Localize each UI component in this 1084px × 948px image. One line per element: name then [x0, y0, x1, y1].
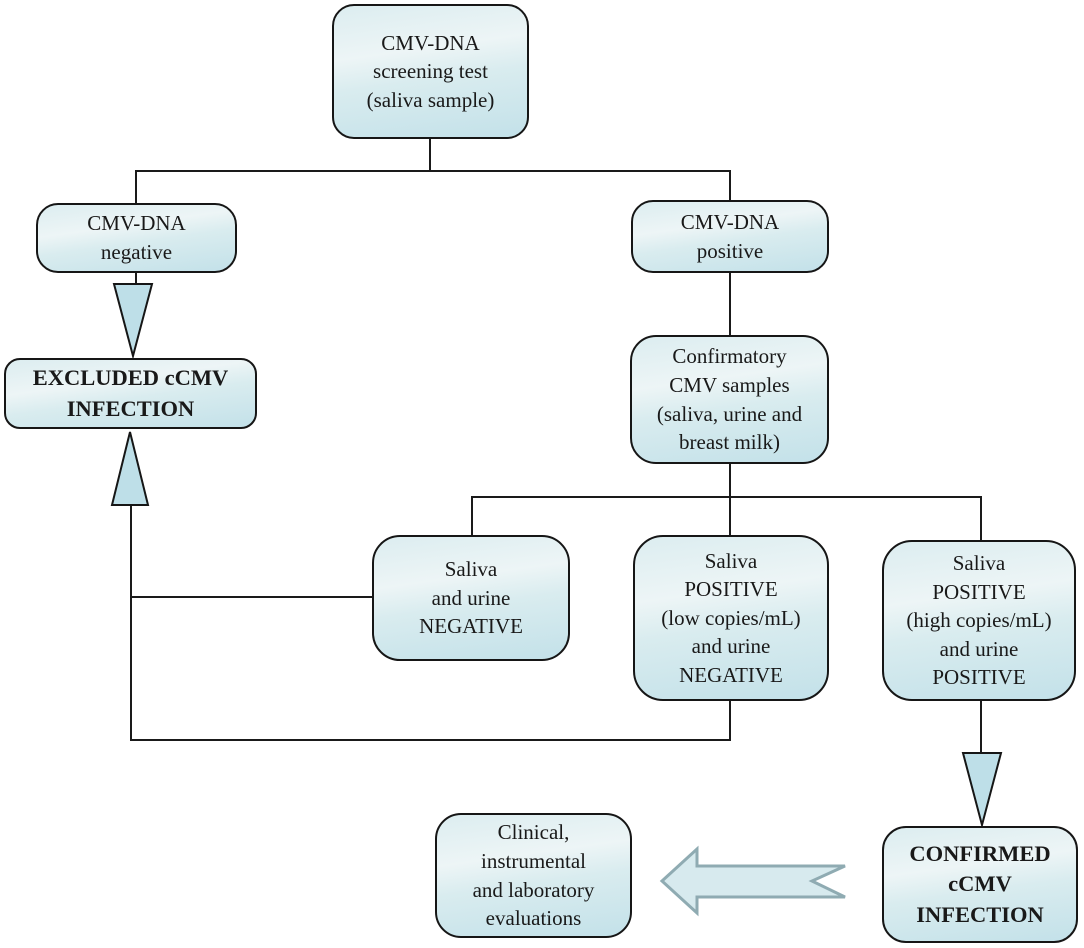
node-confirmed-ccmv-infection-label: CONFIRMED cCMV INFECTION	[909, 840, 1051, 927]
node-confirmed-ccmv-infection: CONFIRMED cCMV INFECTION	[882, 826, 1078, 943]
node-excluded-ccmv-infection-label: EXCLUDED cCMV INFECTION	[32, 365, 229, 421]
node-saliva-urine-negative-label: Saliva and urine NEGATIVE	[419, 557, 523, 639]
down-arrow-negative-to-excluded-icon	[112, 283, 154, 360]
node-excluded-ccmv-infection: EXCLUDED cCMV INFECTION	[4, 358, 257, 429]
node-screening-test-label: CMV-DNA screening test (saliva sample)	[366, 30, 495, 112]
node-saliva-positive-high-copies: Saliva POSITIVE (high copies/mL) and uri…	[882, 540, 1076, 701]
node-confirmatory-samples-label: Confirmatory CMV samples (saliva, urine …	[656, 344, 803, 455]
node-clinical-evaluations: Clinical, instrumental and laboratory ev…	[435, 813, 632, 938]
node-saliva-positive-low-copies-label: Saliva POSITIVE (low copies/mL) and urin…	[661, 548, 801, 687]
node-screening-test: CMV-DNA screening test (saliva sample)	[332, 4, 529, 139]
node-cmv-dna-positive-label: CMV-DNA positive	[680, 209, 780, 263]
down-arrow-to-confirmed-icon	[961, 752, 1003, 829]
node-clinical-evaluations-label: Clinical, instrumental and laboratory ev…	[472, 820, 595, 931]
connector-lines	[130, 139, 982, 754]
node-cmv-dna-negative-label: CMV-DNA negative	[87, 211, 186, 264]
left-block-arrow-icon	[659, 845, 846, 917]
up-arrow-to-excluded-icon	[110, 431, 150, 506]
node-cmv-dna-positive: CMV-DNA positive	[631, 200, 829, 273]
node-confirmatory-samples: Confirmatory CMV samples (saliva, urine …	[630, 335, 829, 464]
node-saliva-positive-low-copies: Saliva POSITIVE (low copies/mL) and urin…	[633, 535, 829, 701]
node-saliva-urine-negative: Saliva and urine NEGATIVE	[372, 535, 570, 661]
node-saliva-positive-high-copies-label: Saliva POSITIVE (high copies/mL) and uri…	[906, 551, 1052, 690]
node-cmv-dna-negative: CMV-DNA negative	[36, 203, 237, 273]
